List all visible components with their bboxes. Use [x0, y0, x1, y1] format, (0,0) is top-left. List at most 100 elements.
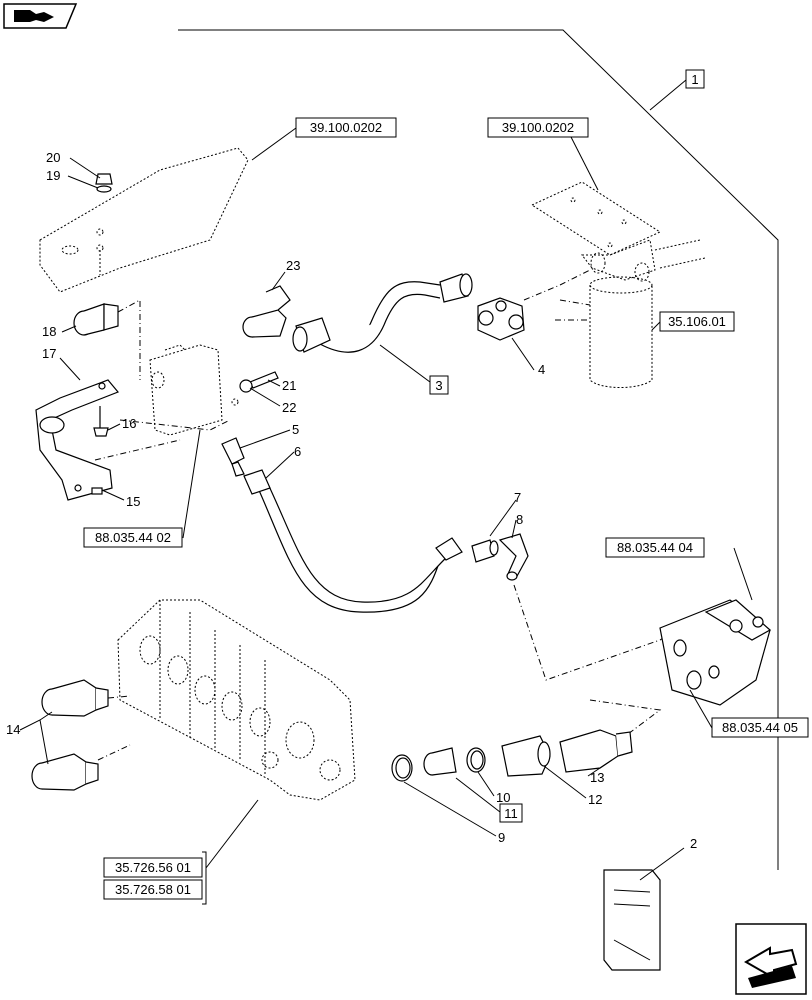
- manual-booklet-2: [603, 869, 661, 971]
- fitting-5: [221, 437, 245, 477]
- hose-3: [292, 273, 473, 353]
- svg-text:39.100.0202: 39.100.0202: [502, 120, 574, 135]
- coupler-12: [501, 735, 551, 777]
- ref-88-035-44-02[interactable]: 88.035.44 02: [83, 527, 183, 548]
- callout-15: 15: [126, 494, 140, 509]
- leader-20: [69, 157, 101, 179]
- assembly-frame-line: [178, 29, 779, 870]
- ref-35-726-58-01[interactable]: 35.726.58 01: [103, 879, 203, 900]
- leader-r7: [205, 799, 259, 869]
- callout-13: 13: [590, 770, 604, 785]
- leader-5: [239, 429, 291, 449]
- leader-17: [59, 357, 81, 381]
- o-ring-10: [466, 747, 486, 773]
- filter-canister: [555, 276, 653, 388]
- leader-6: [265, 451, 295, 479]
- leader-r6: [689, 689, 713, 729]
- leader-r2: [569, 134, 599, 191]
- bracket-17: [35, 379, 119, 501]
- elbow-fitting-23: [242, 285, 291, 338]
- callout-box-3[interactable]: 3: [429, 375, 449, 395]
- callout-8: 8: [516, 512, 523, 527]
- fitting-18: [73, 299, 141, 380]
- ref-group-bracket: [202, 851, 207, 905]
- leader-15: [101, 489, 125, 501]
- svg-text:35.726.58 01: 35.726.58 01: [115, 882, 191, 897]
- ref-88-035-44-05[interactable]: 88.035.44 05: [711, 717, 809, 738]
- leader-13: [587, 759, 613, 777]
- svg-text:11: 11: [504, 806, 518, 821]
- leader-b1: [649, 79, 687, 111]
- callout-7: 7: [514, 490, 521, 505]
- svg-text:35.106.01: 35.106.01: [668, 314, 726, 329]
- tee-fitting-4: [477, 269, 591, 341]
- hose-6: [243, 469, 463, 613]
- screw-20: [95, 173, 113, 193]
- callout-20: 20: [46, 150, 60, 165]
- ref-39-100-0202-right[interactable]: 39.100.0202: [487, 117, 589, 138]
- fitting-8: [498, 533, 529, 581]
- leader-14: [19, 711, 53, 765]
- svg-text:35.726.56 01: 35.726.56 01: [115, 860, 191, 875]
- leader-19: [67, 175, 99, 189]
- next-page-arrow-icon[interactable]: [735, 923, 807, 995]
- leader-r4: [182, 429, 201, 539]
- ref-88-035-44-04[interactable]: 88.035.44 04: [605, 537, 705, 558]
- svg-text:1: 1: [691, 72, 698, 87]
- callout-6: 6: [294, 444, 301, 459]
- svg-text:39.100.0202: 39.100.0202: [310, 120, 382, 135]
- leader-16: [107, 423, 121, 431]
- screw-21: [239, 371, 279, 393]
- leader-10: [477, 771, 495, 797]
- callout-19: 19: [46, 168, 60, 183]
- callout-box-1[interactable]: 1: [685, 69, 705, 89]
- elbow-fitting-14-b: [31, 744, 131, 791]
- leader-12: [543, 765, 587, 799]
- valve-block-88-035-44-02: [94, 344, 239, 461]
- filter-head: [530, 181, 706, 282]
- callout-2: 2: [690, 836, 697, 851]
- valve-block-right: [589, 599, 772, 741]
- svg-text:88.035.44 05: 88.035.44 05: [722, 720, 798, 735]
- book-arrow-icon[interactable]: [3, 3, 78, 29]
- callout-17: 17: [42, 346, 56, 361]
- leader-23: [271, 271, 286, 291]
- leader-b11: [455, 777, 501, 813]
- callout-23: 23: [286, 258, 300, 273]
- leader-r3: [651, 321, 661, 331]
- leader-21: [267, 379, 281, 387]
- ref-39-100-0202-left[interactable]: 39.100.0202: [295, 117, 397, 138]
- leader-r5: [733, 547, 753, 601]
- svg-text:3: 3: [435, 378, 442, 393]
- callout-22: 22: [282, 400, 296, 415]
- callout-18: 18: [42, 324, 56, 339]
- control-valve-bank: [117, 599, 356, 801]
- elbow-fitting-14-a: [41, 679, 131, 717]
- leader-7: [489, 499, 517, 537]
- svg-text:88.035.44 04: 88.035.44 04: [617, 540, 693, 555]
- callout-9: 9: [498, 830, 505, 845]
- nut-15: [91, 487, 103, 495]
- callout-4: 4: [538, 362, 545, 377]
- leader-18: [61, 325, 77, 333]
- callout-14: 14: [6, 722, 20, 737]
- fitting-7: [471, 539, 499, 563]
- leader-4: [511, 337, 535, 371]
- leader-2: [639, 847, 685, 881]
- leader-b3: [379, 344, 431, 383]
- mount-plate-left: [39, 147, 249, 293]
- callout-10: 10: [496, 790, 510, 805]
- o-ring-9: [391, 754, 413, 782]
- callout-21: 21: [282, 378, 296, 393]
- ref-35-106-01[interactable]: 35.106.01: [659, 311, 735, 332]
- callout-box-11[interactable]: 11: [499, 803, 523, 823]
- leader-22: [249, 387, 281, 407]
- leader-r1: [251, 127, 297, 161]
- callout-5: 5: [292, 422, 299, 437]
- ref-35-726-56-01[interactable]: 35.726.56 01: [103, 857, 203, 878]
- leader-8: [511, 519, 517, 539]
- callout-12: 12: [588, 792, 602, 807]
- coupler-13: [559, 729, 633, 773]
- svg-text:88.035.44 02: 88.035.44 02: [95, 530, 171, 545]
- leader-9: [403, 781, 497, 837]
